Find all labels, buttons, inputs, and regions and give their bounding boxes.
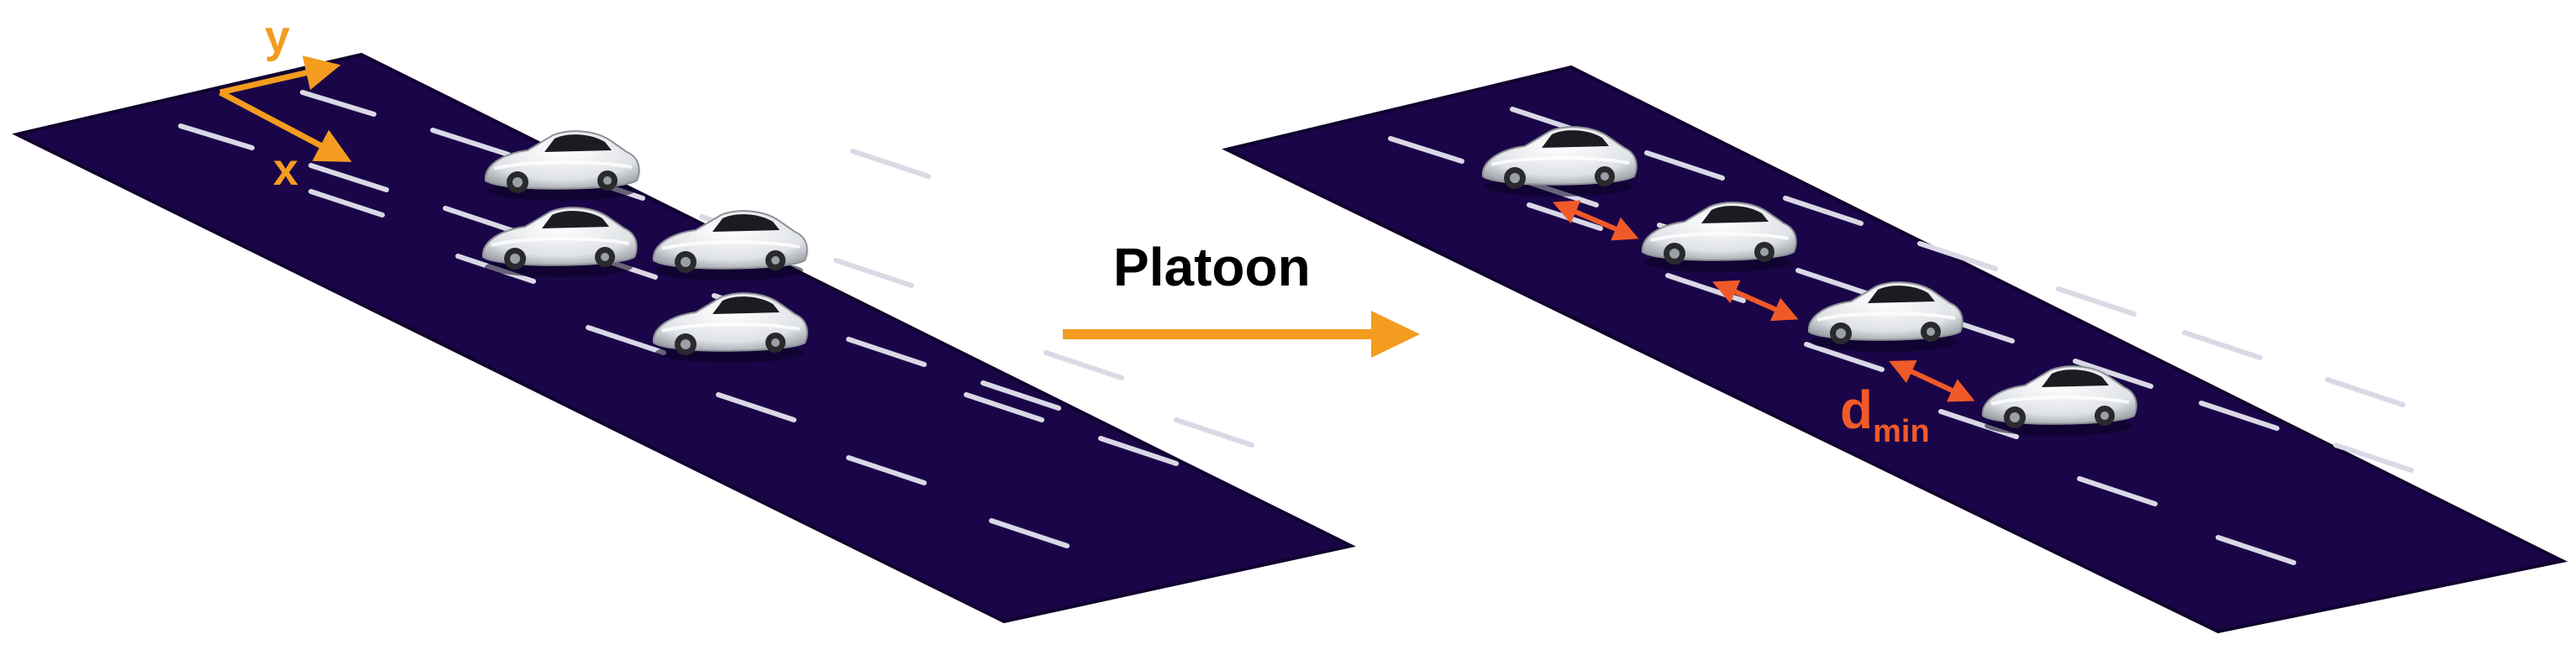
- right-road: dmin: [1222, 65, 2568, 634]
- gap-arrows: [1552, 200, 1975, 402]
- gap-label-main: d: [1840, 380, 1873, 440]
- left-road: [12, 52, 1356, 624]
- gap-arrow-2: [1712, 280, 1799, 322]
- gap-label: dmin: [1840, 380, 1930, 449]
- coordinate-axes: y x: [218, 12, 352, 195]
- gap-arrow-3: [1889, 359, 1975, 402]
- transition-label: Platoon: [1113, 237, 1311, 297]
- axis-y-arrow: [219, 55, 341, 96]
- axis-x-label: x: [273, 144, 298, 195]
- axis-y-label: y: [265, 12, 290, 62]
- transition-arrowhead: [1371, 311, 1420, 358]
- axis-x-arrow: [218, 89, 352, 162]
- transition: Platoon: [1063, 237, 1420, 358]
- gap-arrow-1: [1552, 200, 1639, 241]
- gap-label-sub: min: [1873, 414, 1930, 449]
